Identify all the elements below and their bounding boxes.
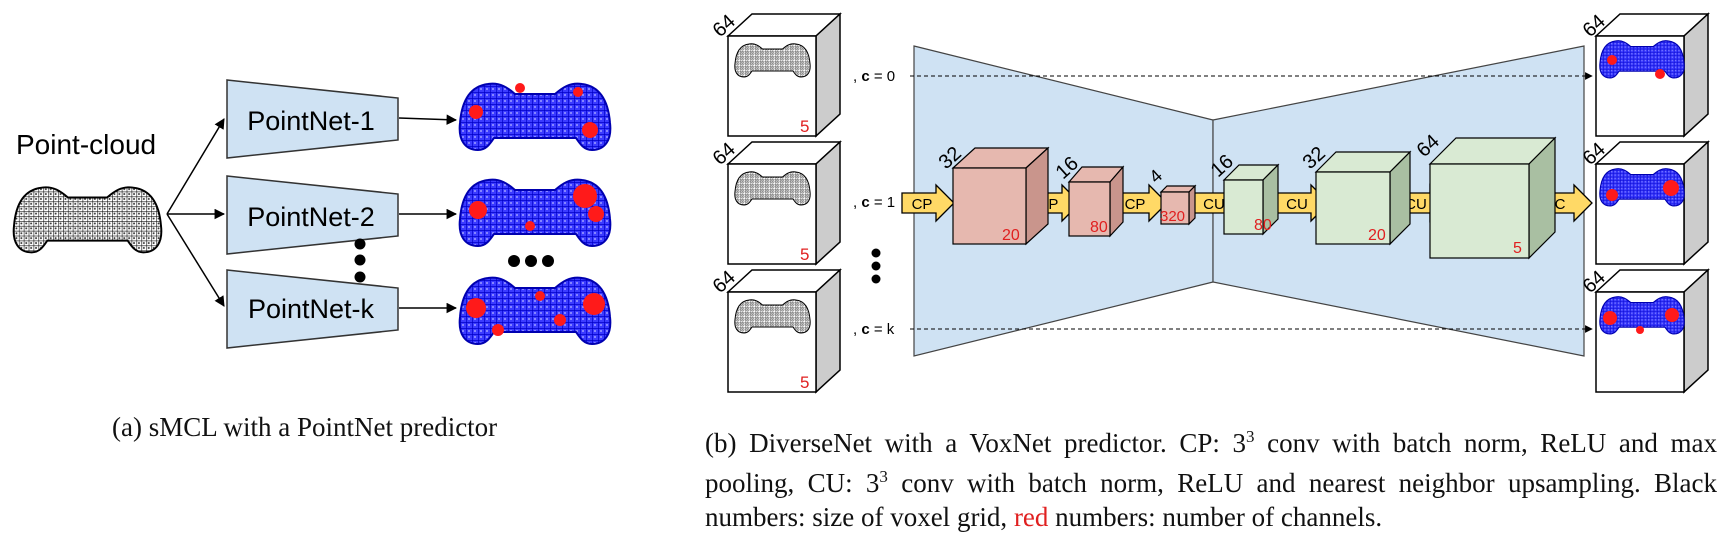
input-point-cloud-image — [12, 186, 163, 254]
pointnet-k-label: PointNet-k — [248, 294, 375, 324]
decoder-block-64: 64 5 — [1413, 130, 1557, 260]
decoder-32-channels: 20 — [1368, 227, 1386, 244]
encoder-16-channels: 80 — [1090, 219, 1108, 236]
panel-a: Point-cloud PointNet-1 PointNet-2 PointN… — [12, 79, 612, 349]
input-2-channels: 5 — [800, 245, 809, 264]
encoder-32-channels: 20 — [1002, 227, 1020, 244]
decoder-16-channels: 80 — [1254, 217, 1272, 234]
svg-text:C: C — [1555, 196, 1566, 213]
horizontal-ellipsis-a — [508, 255, 554, 267]
output-hypothesis-2 — [458, 178, 612, 247]
input-cube-k: 64 5 , c = k — [709, 266, 895, 393]
svg-text:CU: CU — [1286, 196, 1308, 213]
pointnet-1-block: PointNet-1 — [226, 79, 399, 159]
input-k-channels: 5 — [800, 373, 809, 392]
op-c: C — [1539, 184, 1593, 222]
dashed-skip-lines — [910, 72, 1593, 333]
decoder-64-channels: 5 — [1513, 240, 1522, 257]
op-cp-1: CP — [901, 184, 955, 222]
op-cp-3: CP — [1114, 184, 1168, 222]
pointnet-2-label: PointNet-2 — [247, 202, 375, 232]
input-cube-1: 64 5 , c = 0 — [709, 10, 895, 137]
cond-label-1: , c = 1 — [853, 194, 895, 211]
caption-panel-a: (a) sMCL with a PointNet predictor — [112, 412, 498, 442]
pointnet-1-label: PointNet-1 — [247, 106, 375, 136]
red-word: red — [1013, 502, 1049, 532]
output-cube-1: 64 — [1579, 10, 1709, 137]
caption-panel-b: (b) DiverseNet with a VoxNet predictor. … — [705, 427, 1718, 532]
cond-label-k: , c = k — [853, 321, 895, 338]
panel-b: 64 5 , c = 0 64 5 , c = 1 64 5 , c = k — [709, 10, 1709, 393]
vertical-ellipsis-a — [354, 238, 366, 283]
decoder-block-16: 16 80 — [1207, 150, 1280, 236]
point-cloud-label: Point-cloud — [16, 129, 156, 160]
cond-label-0: , c = 0 — [853, 68, 895, 85]
svg-text:CU: CU — [1203, 196, 1225, 213]
encoder-4-channels: 320 — [1160, 208, 1185, 225]
output-cube-k: 64 — [1579, 266, 1709, 393]
pointnet-k-block: PointNet-k — [226, 269, 399, 349]
encoder-block-32: 32 20 — [935, 142, 1050, 246]
output-cube-2: 64 — [1579, 138, 1709, 265]
op-cu-2: CU — [1276, 184, 1330, 222]
output-hypothesis-k — [458, 276, 612, 345]
fan-arrows — [166, 118, 226, 307]
encoder-block-4: 4 320 — [1145, 165, 1197, 226]
output-arrows-a — [398, 114, 458, 314]
input-cube-2: 64 5 , c = 1 — [709, 138, 895, 265]
output-hypothesis-1 — [458, 82, 612, 151]
svg-text:CP: CP — [912, 196, 933, 213]
vertical-ellipsis-b — [871, 248, 881, 284]
input-1-channels: 5 — [800, 117, 809, 136]
pointnet-2-block: PointNet-2 — [226, 175, 399, 255]
op-cu-1: CU — [1193, 184, 1247, 222]
svg-text:CP: CP — [1125, 196, 1146, 213]
encoder-block-16: 16 80 — [1052, 152, 1125, 238]
